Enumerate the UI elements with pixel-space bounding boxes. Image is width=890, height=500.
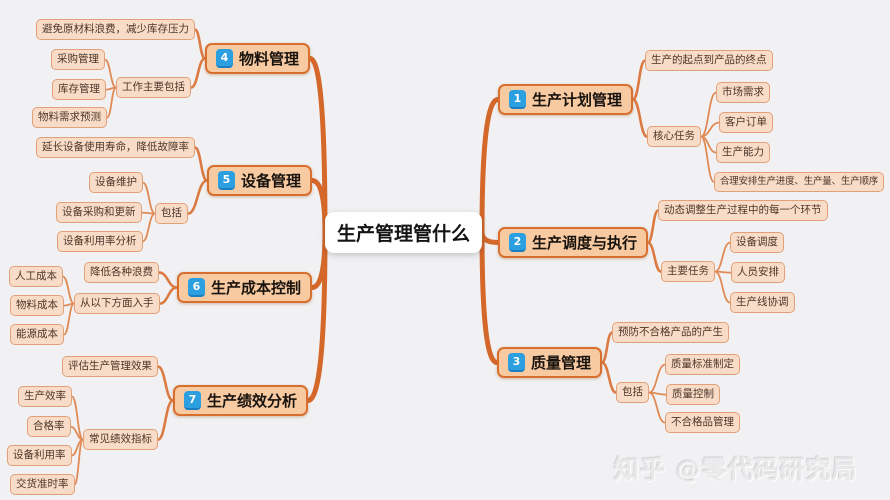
branch-7-number-badge: 7 [184,391,201,410]
branch-6-number-badge: 6 [188,278,205,297]
branch-2-desc[interactable]: 动态调整生产过程中的每一个环节 [658,200,828,222]
watermark: 知乎 @零代码研究局 [614,455,858,484]
branch-6-topic[interactable]: 6 生产成本控制 [177,272,313,303]
branch-5-leaf[interactable]: 设备维护 [89,172,143,194]
branch-1-subtopic[interactable]: 核心任务 [647,126,701,148]
branch-4-label: 物料管理 [239,50,300,68]
branch-7-subtopic[interactable]: 常见绩效指标 [83,429,158,451]
branch-6-desc[interactable]: 降低各种浪费 [84,262,159,284]
branch-7-leaf[interactable]: 交货准时率 [10,474,75,496]
branch-1-leaf[interactable]: 客户订单 [719,112,773,134]
branch-5-topic[interactable]: 5 设备管理 [207,165,313,196]
branch-4-subtopic[interactable]: 工作主要包括 [116,77,191,99]
branch-6-label: 生产成本控制 [211,279,302,297]
branch-6-leaf[interactable]: 人工成本 [9,266,63,288]
branch-3-leaf[interactable]: 质量控制 [666,384,720,406]
branch-3-number-badge: 3 [508,353,525,372]
branch-6-subtopic[interactable]: 从以下方面入手 [74,293,160,315]
branch-7-leaf[interactable]: 合格率 [27,416,71,438]
branch-7-leaf[interactable]: 生产效率 [18,386,72,408]
branch-4-number-badge: 4 [216,49,233,68]
branch-3-topic[interactable]: 3 质量管理 [497,347,603,378]
branch-5-label: 设备管理 [241,172,302,190]
branch-2-number-badge: 2 [509,233,526,252]
branch-5-desc[interactable]: 延长设备使用寿命，降低故障率 [36,137,195,159]
branch-3-desc[interactable]: 预防不合格产品的产生 [612,322,729,344]
branch-7-leaf[interactable]: 设备利用率 [7,445,72,467]
branch-1-leaf[interactable]: 生产能力 [716,142,770,164]
branch-3-label: 质量管理 [531,354,592,372]
branch-7-desc[interactable]: 评估生产管理效果 [62,356,158,378]
branch-7-topic[interactable]: 7 生产绩效分析 [173,385,309,416]
branch-4-leaf[interactable]: 采购管理 [51,49,105,71]
branch-4-desc[interactable]: 避免原材料浪费，减少库存压力 [36,19,195,41]
branch-6-leaf[interactable]: 能源成本 [10,324,64,346]
branch-3-subtopic[interactable]: 包括 [616,382,649,404]
branch-1-leaf[interactable]: 合理安排生产进度、生产量、生产顺序 [714,172,885,192]
branch-4-leaf[interactable]: 库存管理 [52,79,106,101]
branch-3-leaf[interactable]: 质量标准制定 [665,354,740,376]
branch-2-topic[interactable]: 2 生产调度与执行 [498,227,649,258]
branch-2-subtopic[interactable]: 主要任务 [661,261,715,283]
branch-5-subtopic[interactable]: 包括 [155,203,188,225]
branch-1-label: 生产计划管理 [532,91,623,109]
branch-1-leaf[interactable]: 市场需求 [716,82,770,104]
branch-6-leaf[interactable]: 物料成本 [10,295,64,317]
branch-2-leaf[interactable]: 人员安排 [731,262,785,284]
central-topic[interactable]: 生产管理管什么 [325,212,483,253]
branch-5-leaf[interactable]: 设备采购和更新 [56,202,142,224]
branch-4-topic[interactable]: 4 物料管理 [205,43,311,74]
branch-3-leaf[interactable]: 不合格品管理 [665,412,740,434]
branch-1-number-badge: 1 [509,90,526,109]
branch-5-number-badge: 5 [218,171,235,190]
branch-2-label: 生产调度与执行 [532,234,638,252]
branch-2-leaf[interactable]: 设备调度 [730,232,784,254]
branch-4-leaf[interactable]: 物料需求预测 [32,107,107,129]
branch-1-desc[interactable]: 生产的起点到产品的终点 [645,50,773,72]
branch-7-label: 生产绩效分析 [207,392,298,410]
branch-5-leaf[interactable]: 设备利用率分析 [57,231,143,253]
branch-2-leaf[interactable]: 生产线协调 [730,292,795,314]
branch-1-topic[interactable]: 1 生产计划管理 [498,84,634,115]
